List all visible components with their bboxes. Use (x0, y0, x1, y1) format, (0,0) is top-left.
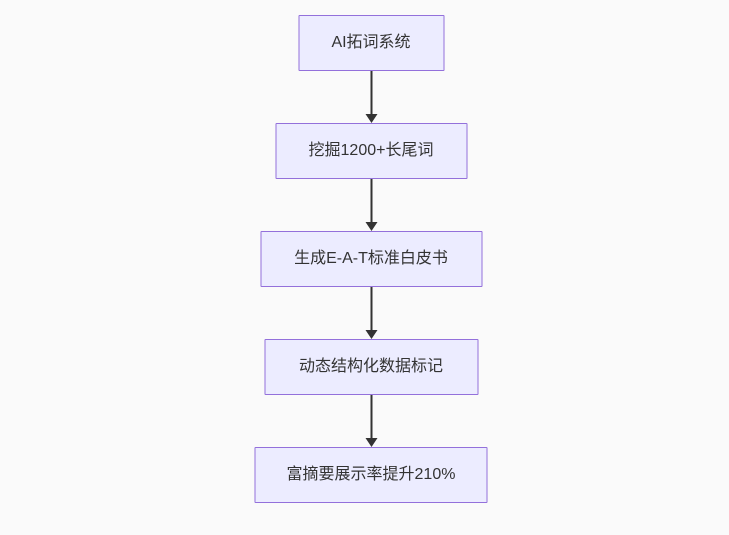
arrow-line (370, 395, 372, 438)
flowchart-node-ai-keyword-system: AI拓词系统 (298, 15, 444, 71)
arrowhead-down-icon (365, 438, 377, 447)
flowchart: AI拓词系统 挖掘1200+长尾词 生成E-A-T标准白皮书 动态结构化数据标记… (254, 15, 488, 503)
arrowhead-down-icon (365, 330, 377, 339)
flow-arrow-3 (365, 287, 377, 339)
node-label: 生成E-A-T标准白皮书 (294, 250, 448, 267)
arrowhead-down-icon (365, 222, 377, 231)
flow-arrow-2 (365, 179, 377, 231)
flowchart-node-longtail-mining: 挖掘1200+长尾词 (275, 123, 467, 179)
flow-arrow-4 (365, 395, 377, 447)
flowchart-node-eat-whitepaper: 生成E-A-T标准白皮书 (260, 231, 482, 287)
arrow-line (370, 71, 372, 114)
node-label: 富摘要展示率提升210% (286, 466, 456, 483)
arrow-line (370, 179, 372, 222)
node-label: 动态结构化数据标记 (298, 358, 443, 375)
flow-arrow-1 (365, 71, 377, 123)
node-label: 挖掘1200+长尾词 (308, 142, 434, 159)
arrowhead-down-icon (365, 114, 377, 123)
flowchart-node-rich-snippet-rate: 富摘要展示率提升210% (254, 447, 488, 503)
node-label: AI拓词系统 (331, 34, 411, 51)
flowchart-node-structured-data-markup: 动态结构化数据标记 (264, 339, 478, 395)
arrow-line (370, 287, 372, 330)
